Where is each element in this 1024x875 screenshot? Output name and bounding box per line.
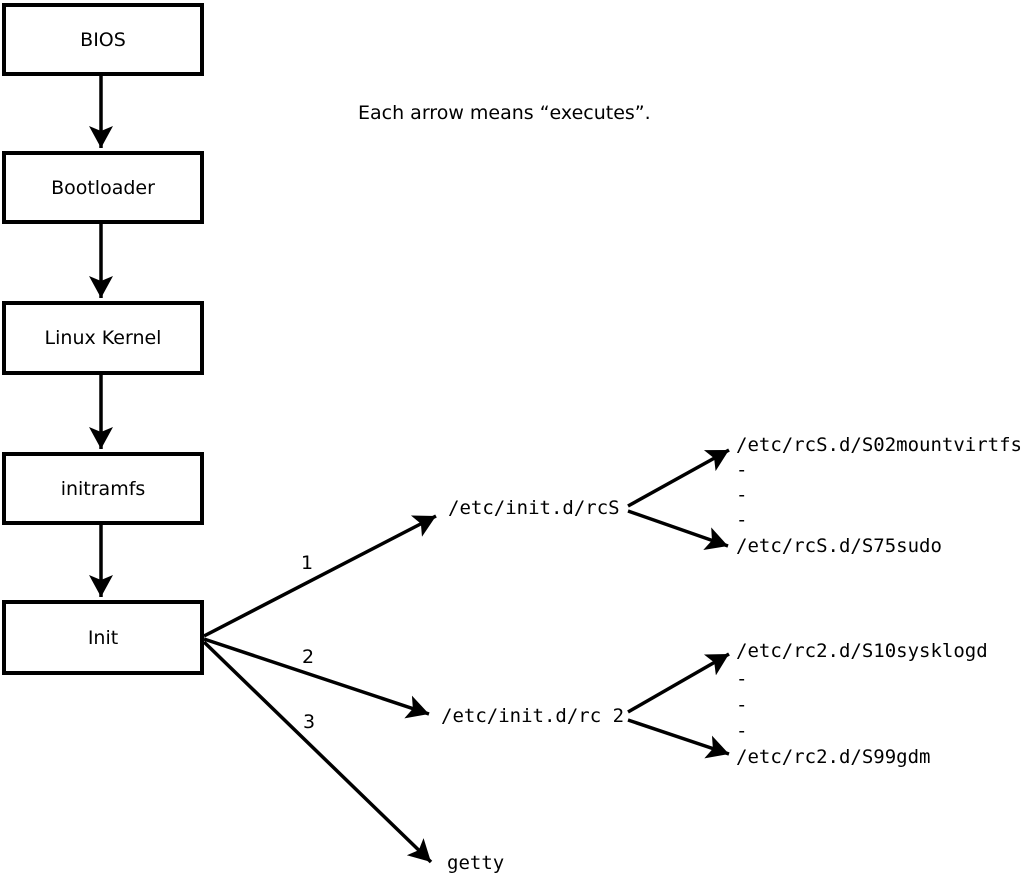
rc2-child-ellipsis-3: -: [736, 720, 748, 742]
node-init: Init: [2, 600, 204, 675]
arrow-init-to-rcs: [203, 514, 437, 638]
script-init-d-rc2: /etc/init.d/rc 2: [441, 705, 625, 727]
rcs-child-s02mountvirtfs: /etc/rcS.d/S02mountvirtfs: [736, 434, 1022, 456]
node-initramfs: initramfs: [2, 452, 204, 525]
arrow-rcs-to-s75sudo: [627, 509, 729, 551]
node-bios-label: BIOS: [80, 28, 126, 51]
node-bios: BIOS: [2, 3, 204, 76]
arrow-rc2-to-s99gdm: [627, 718, 730, 759]
rc2-child-ellipsis-1: -: [736, 668, 748, 690]
rc2-child-s10sysklogd: /etc/rc2.d/S10sysklogd: [736, 640, 988, 662]
branch-1-number: 1: [301, 552, 314, 574]
rcs-child-s75sudo: /etc/rcS.d/S75sudo: [736, 535, 942, 557]
script-init-d-rcs: /etc/init.d/rcS: [448, 497, 620, 519]
rcs-child-ellipsis-3: -: [736, 509, 748, 531]
rcs-child-ellipsis-1: -: [736, 459, 748, 481]
rc2-child-ellipsis-2: -: [736, 694, 748, 716]
branch-2-number: 2: [302, 646, 315, 668]
node-bootloader: Bootloader: [2, 151, 204, 224]
process-getty: getty: [447, 852, 505, 874]
node-linux-kernel-label: Linux Kernel: [44, 327, 162, 349]
node-init-label: Init: [87, 626, 119, 649]
node-bootloader-label: Bootloader: [51, 176, 155, 199]
node-initramfs-label: initramfs: [60, 477, 146, 500]
arrow-rcs-to-s02mountvirtfs: [627, 448, 730, 508]
arrow-init-to-rc2: [203, 637, 430, 719]
branch-3-number: 3: [303, 711, 316, 733]
arrow-rc2-to-s10sysklogd: [627, 652, 730, 714]
node-linux-kernel: Linux Kernel: [2, 301, 204, 375]
rcs-child-ellipsis-2: -: [736, 484, 748, 506]
legend-note: Each arrow means “executes”.: [358, 102, 651, 124]
rc2-child-s99gdm: /etc/rc2.d/S99gdm: [736, 746, 931, 768]
arrow-init-to-getty: [202, 640, 433, 864]
